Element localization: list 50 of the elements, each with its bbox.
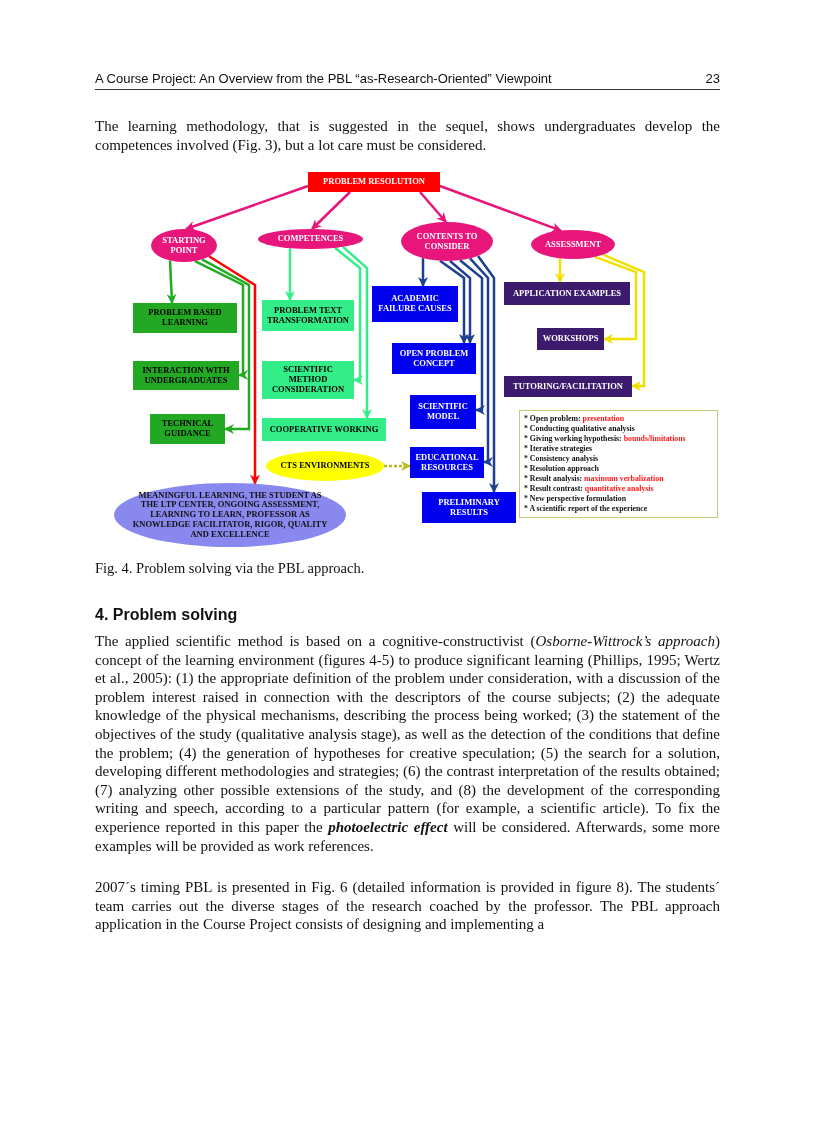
ellipse-node: ASSESSMENT	[531, 230, 615, 259]
process-box: OPEN PROBLEM CONCEPT	[392, 343, 476, 374]
arrow	[208, 255, 260, 485]
page-number: 23	[705, 71, 720, 86]
paragraph: The learning methodology, that is suggested in the sequel, shows undergraduates develop the competences involved (Fig. 3), but a lot care must be considered.	[95, 117, 720, 155]
process-box: TUTORING/FACILITATION	[504, 376, 632, 397]
arrow	[166, 260, 177, 304]
dashed-arrow	[384, 461, 411, 471]
process-box: PROBLEM BASED LEARNING	[133, 303, 237, 333]
arrow	[419, 191, 447, 223]
process-box: ACADEMIC FAILURE CAUSES	[372, 286, 458, 322]
arrow	[285, 248, 295, 301]
running-header: A Course Project: An Overview from the PBL “as-Research-Oriented” Viewpoint	[95, 71, 552, 86]
process-box: EDUCATIONAL RESOURCES	[410, 447, 484, 478]
arrow	[342, 245, 372, 419]
arrow	[459, 259, 485, 415]
ellipse-node: CONTENTS TO CONSIDER	[401, 222, 493, 261]
arrow	[418, 258, 428, 287]
process-box: SCIENTIFIC MODEL	[410, 395, 476, 429]
arrow	[477, 255, 499, 493]
ellipse-node: MEANINGFUL LEARNING, THE STUDENT AS THE LTP CENTER, ONGOING ASSESSMENT, LEARNING TO LEARN, PROFESSOR AS KNOWLEDGE FACILITATOR, RIGOR, QUALITY AND EXCELLENCE	[114, 483, 346, 547]
arrow	[334, 246, 363, 385]
paragraph: The applied scientific method is based on a cognitive-constructivist (Osborne-Wittrock’s approach) concept of the learning environment (figures 4-5) to produce significant learning (Phillips, 1995; Wertz et al., 2005): (1) the appropriate definition of the problem under consideration, with a discussion of the problem interest raised in connection with the descriptors of the course subjects; (2) the adequate knowledge of the physical mechanisms, describing the process being worked; (3) the statement of the objectives of the study (qualitative analysis stage), as well as the detection of the conditions that define the problem; (4) the generation of hypotheses for creative speculation; (5) the search for a solution, developing different methodologies and strategies; (6) the contrast interpretation of the results obtained; (7) analyzing other possible extensions of the study, and (8) the development of the corresponding writing and speech, according to a particular pattern (for example, a scientific article). To fix the experience reported in this paper the photoelectric effect will be considered. Afterwards, some more examples will be provided as work references.	[95, 632, 720, 856]
arrow	[439, 184, 562, 233]
arrow	[185, 184, 309, 231]
ellipse-node: CTS ENVIRONMENTS	[266, 451, 384, 481]
process-box: SCIENTIFIC METHOD CONSIDERATION	[262, 361, 354, 399]
process-box: WORKSHOPS	[537, 328, 604, 350]
process-box: PRELIMINARY RESULTS	[422, 492, 516, 523]
paragraph: 2007´s timing PBL is presented in Fig. 6 (detailed information is provided in figure 8). The students´ team carries out the diverse stages of the research coached by the professor. The PBL approach application in the Course Project consists of designing and implementing a	[95, 878, 720, 934]
arrow	[594, 255, 638, 344]
arrow	[439, 259, 469, 344]
ellipse-node: COMPETENCES	[258, 229, 363, 249]
process-box: COOPERATIVE WORKING	[262, 418, 386, 441]
process-box: INTERACTION WITH UNDERGRADUATES	[133, 361, 239, 390]
process-box: APPLICATION EXAMPLES	[504, 282, 630, 305]
process-box: PROBLEM TEXT TRANSFORMATION	[262, 300, 354, 331]
section-heading: 4. Problem solving	[95, 606, 238, 624]
arrow	[469, 257, 493, 467]
arrow	[311, 191, 351, 230]
figure-caption: Fig. 4. Problem solving via the PBL approach.	[95, 560, 365, 577]
process-box: TECHNICAL GUIDANCE	[150, 414, 225, 444]
ellipse-node: STARTING POINT	[151, 229, 217, 262]
arrow	[449, 260, 475, 344]
arrow	[194, 259, 248, 380]
arrow	[201, 258, 251, 434]
process-box: PROBLEM RESOLUTION	[308, 172, 440, 192]
note-box	[519, 410, 718, 518]
arrow	[602, 253, 646, 391]
arrow	[555, 258, 565, 283]
